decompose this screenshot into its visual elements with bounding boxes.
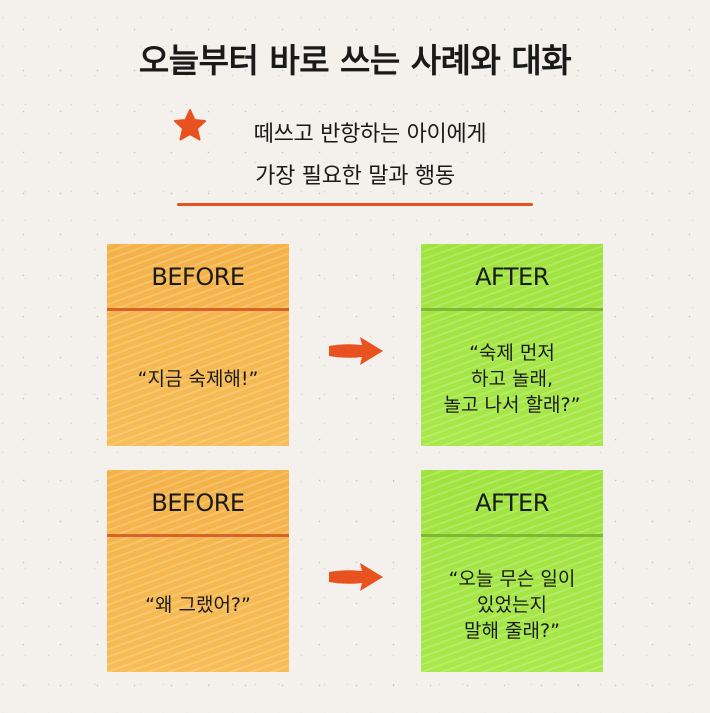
before-card-2: BEFORE “왜 그랬어?” [107, 470, 289, 672]
arrow-right-icon [329, 563, 383, 591]
before-text: “왜 그랬어?” [145, 593, 251, 616]
card-divider [421, 534, 603, 537]
after-text: “오늘 무슨 일이 있었는지 말해 줄래?” [448, 567, 576, 642]
after-card-2: AFTER “오늘 무슨 일이 있었는지 말해 줄래?” [421, 470, 603, 672]
card-divider [421, 308, 603, 311]
before-label: BEFORE [151, 263, 245, 291]
star-icon [174, 109, 206, 141]
subtitle-line-2: 가장 필요한 말과 행동 [255, 164, 455, 189]
page-title: 오늘부터 바로 쓰는 사례와 대화 [138, 41, 572, 80]
card-divider [107, 534, 289, 537]
after-card-1: AFTER “숙제 먼저 하고 놀래, 놀고 나서 할래?” [421, 244, 603, 446]
after-text: “숙제 먼저 하고 놀래, 놀고 나서 할래?” [443, 341, 581, 416]
subtitle-line-1: 떼쓰고 반항하는 아이에게 [253, 122, 487, 147]
before-card-1: BEFORE “지금 숙제해!” [107, 244, 289, 446]
after-label: AFTER [475, 489, 549, 517]
before-text: “지금 숙제해!” [137, 367, 259, 390]
title-divider [177, 203, 533, 206]
card-divider [107, 308, 289, 311]
before-label: BEFORE [151, 489, 245, 517]
arrow-right-icon [329, 337, 383, 365]
after-label: AFTER [475, 263, 549, 291]
